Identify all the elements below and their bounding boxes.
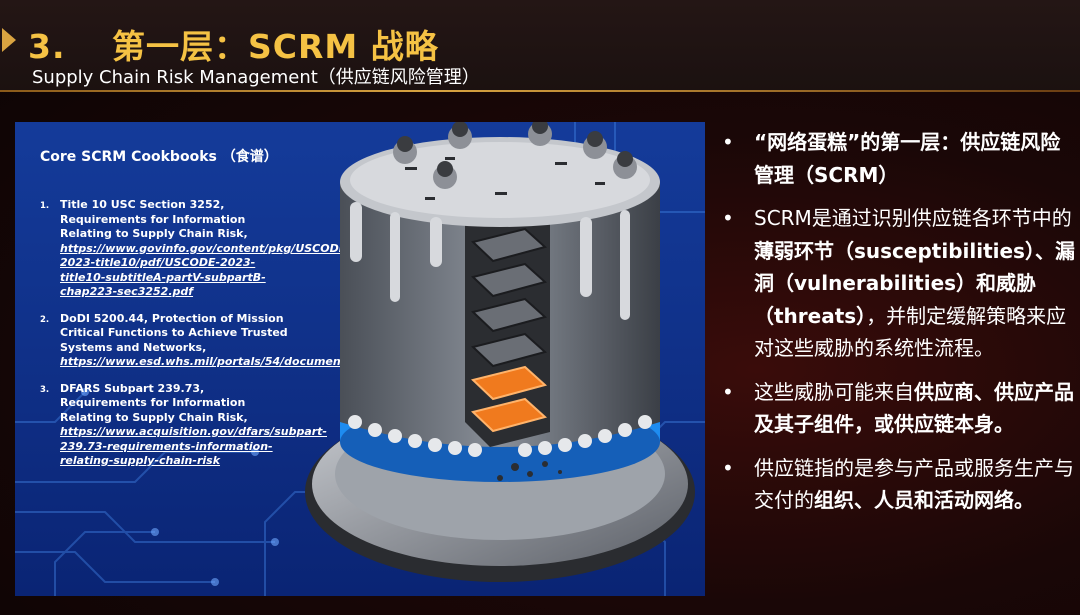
bullet-text-bold: 薄弱环节（susceptibilities）、漏洞（vulnerabilitie… (754, 238, 1075, 328)
reference-list: 1. Title 10 USC Section 3252, Requiremen… (40, 198, 551, 481)
list-number: 3. (40, 384, 50, 395)
bullet-text: 供应链指的是参与产品或服务生产与交付的 (754, 455, 1074, 513)
list-item: 2. DoDI 5200.44, Protection of Mission C… (40, 311, 551, 370)
reference-link[interactable]: https://www.esd.whs.mil/portals/54/docum… (60, 355, 551, 368)
bullet-dot-icon: • (722, 379, 734, 404)
bullet-text: 这些威胁可能来自 (754, 379, 914, 404)
cookbook-image-panel: Core SCRM Cookbooks （食谱） 1. Title 10 USC… (15, 122, 705, 596)
list-item: • “网络蛋糕”的第一层：供应链风险管理（SCRM） (722, 126, 1077, 191)
header-band (0, 0, 1080, 92)
list-item: • 这些威胁可能来自供应商、供应产品及其子组件，或供应链本身。 (722, 376, 1077, 441)
bullet-dot-icon: • (722, 455, 734, 480)
bullet-list: • “网络蛋糕”的第一层：供应链风险管理（SCRM） • SCRM是通过识别供应链各… (722, 126, 1077, 528)
list-item: • SCRM是通过识别供应链各环节中的薄弱环节（susceptibilities）… (722, 202, 1077, 365)
page-title: 3. 第一层：SCRM 战略 (28, 27, 439, 66)
list-number: 2. (40, 314, 50, 325)
page-subtitle: Supply Chain Risk Management（供应链风险管理） (32, 67, 480, 88)
reference-text: Title 10 USC Section 3252, Requirements … (60, 198, 248, 240)
list-item: 3. DFARS Subpart 239.73, Requirements fo… (40, 381, 327, 469)
reference-link[interactable]: https://www.acquisition.gov/dfars/subpar… (60, 425, 327, 467)
bullet-text: SCRM是通过识别供应链各环节中的 (754, 206, 1072, 230)
reference-text: DFARS Subpart 239.73, Requirements for I… (60, 381, 248, 424)
bullet-text-bold: 供应商、供应产品及其子组件，或供应链本身。 (754, 379, 1074, 437)
bullet-text: “网络蛋糕”的第一层：供应链风险管理（SCRM） (754, 130, 1061, 187)
bullet-text: ，并制定缓解策略来应对这些威胁的系统性流程。 (754, 303, 1067, 361)
bullet-dot-icon: • (722, 206, 734, 230)
reference-link[interactable]: https://www.govinfo.gov/content/pkg/USCO… (60, 241, 351, 299)
bullet-text-bold: 组织、人员和活动网络。 (814, 488, 1034, 512)
list-number: 1. (40, 201, 50, 211)
chevron-right-icon (2, 28, 16, 52)
reference-text: DoDI 5200.44, Protection of Mission Crit… (60, 311, 288, 354)
cake-illustration (305, 122, 695, 582)
cookbook-title: Core SCRM Cookbooks （食谱） (40, 149, 278, 165)
list-item: • 供应链指的是参与产品或服务生产与交付的组织、人员和活动网络。 (722, 452, 1077, 517)
list-item: 1. Title 10 USC Section 3252, Requiremen… (40, 198, 351, 300)
header-divider (0, 90, 1080, 92)
bullet-dot-icon: • (722, 130, 734, 154)
